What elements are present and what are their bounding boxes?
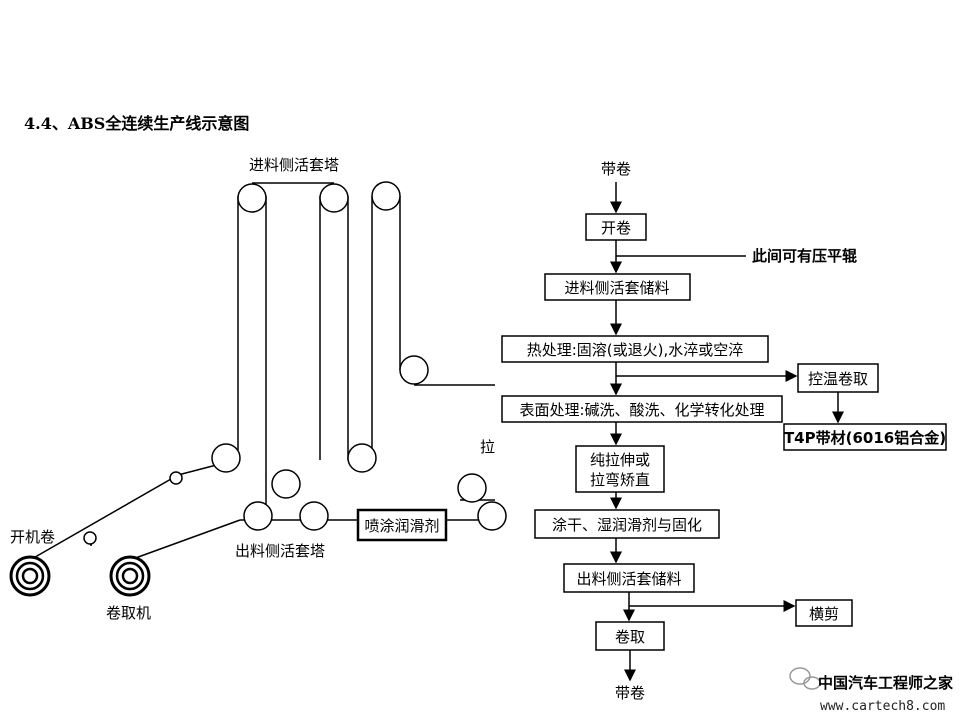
svg-text:出料侧活套储料: 出料侧活套储料: [576, 570, 681, 588]
svg-text:控温卷取: 控温卷取: [808, 370, 868, 388]
recoiler-coil: [109, 555, 151, 597]
watermark: 中国汽车工程师之家 www.cartech8.com: [789, 667, 953, 714]
svg-text:进料侧活套储料: 进料侧活套储料: [564, 279, 669, 297]
cut-off-label: 拉: [480, 438, 495, 456]
node-coat: [534, 509, 720, 539]
node-temp-coil: [797, 363, 879, 393]
svg-text:表面处理:碱洗、酸洗、化学转化处理: 表面处理:碱洗、酸洗、化学转化处理: [519, 401, 764, 419]
svg-text:拉弯矫直: 拉弯矫直: [590, 471, 650, 489]
svg-text:横剪: 横剪: [809, 605, 839, 623]
flow-start-label: 带卷: [601, 160, 631, 178]
lubricant-box: [356, 508, 448, 542]
svg-text:卷取: 卷取: [615, 628, 645, 646]
node-shear: [795, 599, 853, 627]
node-t4p: [783, 423, 947, 451]
svg-text:热处理:固溶(或退火),水淬或空淬: 热处理:固溶(或退火),水淬或空淬: [527, 341, 744, 359]
svg-text:纯拉伸或: 纯拉伸或: [590, 451, 650, 469]
node-exit-loop: [563, 563, 695, 593]
lubricant-box-label: 喷涂润滑剂: [364, 517, 439, 535]
wechat-icon: [789, 667, 821, 690]
page-heading: 4.4、ABS全连续生产线示意图: [24, 114, 250, 133]
node-coiling: [595, 621, 665, 651]
svg-text:开卷: 开卷: [601, 219, 631, 237]
node-entry-loop: [544, 273, 691, 301]
node-uncoil: [585, 213, 647, 241]
entry-tower-label: 进料侧活套塔: [249, 156, 339, 174]
watermark-cn: 中国汽车工程师之家: [818, 674, 953, 692]
flow-end-label: 带卷: [615, 684, 645, 702]
node-leveling: [575, 445, 665, 493]
watermark-url: www.cartech8.com: [820, 699, 945, 714]
svg-text:T4P带材(6016铝合金): T4P带材(6016铝合金): [784, 429, 946, 447]
exit-tower-label: 出料侧活套塔: [235, 542, 325, 560]
recoiler-label: 卷取机: [106, 604, 151, 622]
uncoiler-coil: [9, 555, 51, 597]
svg-text:涂干、湿润滑剂与固化: 涂干、湿润滑剂与固化: [552, 516, 702, 534]
node-surface: [501, 395, 783, 423]
leveler-note: 此间可有压平辊: [752, 247, 857, 265]
node-heat-treatment: [501, 335, 769, 363]
uncoiler-label: 开机卷: [10, 528, 55, 546]
